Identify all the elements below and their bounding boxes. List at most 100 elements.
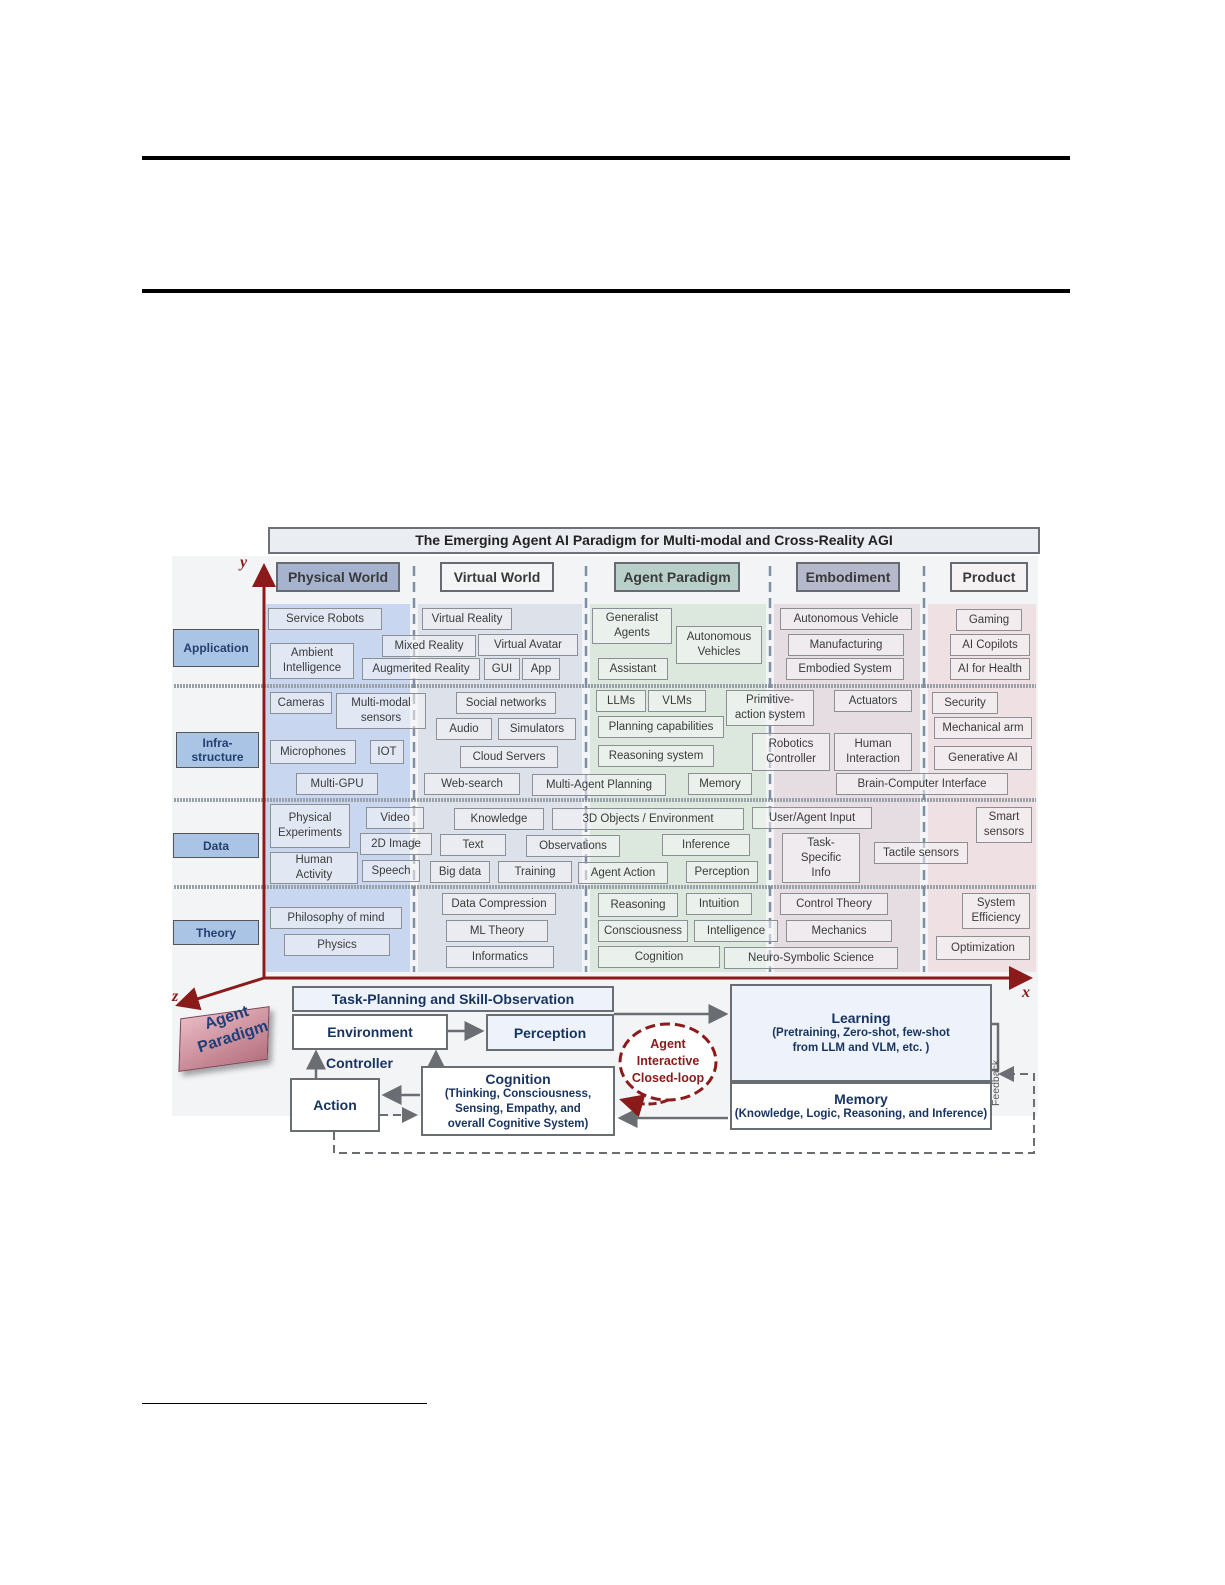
- infra-simulators: Simulators: [498, 718, 576, 740]
- y-axis-label: y: [240, 554, 248, 571]
- app-app: App: [522, 658, 560, 680]
- data-agent-action: Agent Action: [578, 862, 668, 884]
- app-gui: GUI: [484, 658, 520, 680]
- flow-memory-sub: (Knowledge, Logic, Reasoning, and Infere…: [734, 1107, 988, 1120]
- data-observations: Observations: [526, 835, 620, 857]
- app-embodied-system: Embodied System: [786, 658, 904, 680]
- theory-consciousness: Consciousness: [598, 920, 688, 942]
- z-axis-label: z: [172, 988, 179, 1005]
- flow-action: Action: [290, 1078, 380, 1132]
- flow-memory: Memory (Knowledge, Logic, Reasoning, and…: [730, 1082, 992, 1130]
- column-virtual-world: Virtual World: [440, 562, 554, 592]
- flow-learning-sub: (Pretraining, Zero-shot, few-shot from L…: [772, 1027, 950, 1054]
- app-ai-for-health: AI for Health: [950, 658, 1030, 680]
- data-inference: Inference: [662, 834, 750, 856]
- app-autonomous-vehicle: Autonomous Vehicle: [780, 608, 912, 630]
- infra-microphones: Microphones: [270, 740, 356, 764]
- infra-primitive-action-system: Primitive- action system: [726, 690, 814, 726]
- theory-philosophy-of-mind: Philosophy of mind: [270, 907, 402, 929]
- infra-human-interaction: Human Interaction: [834, 733, 912, 771]
- theory-intuition: Intuition: [686, 893, 752, 915]
- infra-planning-capabilities: Planning capabilities: [598, 716, 724, 738]
- flow-task-planning-label: Task-Planning and Skill-Observation: [331, 991, 575, 1007]
- app-assistant: Assistant: [598, 658, 668, 680]
- data-physical-experiments: Physical Experiments: [270, 804, 350, 848]
- infra-iot: IOT: [370, 740, 404, 764]
- flow-cognition-sub: (Thinking, Consciousness, Sensing, Empat…: [444, 1087, 592, 1130]
- theory-intelligence: Intelligence: [694, 920, 778, 942]
- infra-audio: Audio: [436, 718, 492, 740]
- infra-security: Security: [932, 692, 998, 714]
- data-video: Video: [366, 807, 424, 829]
- data-big-data: Big data: [430, 861, 490, 883]
- infra-cloud-servers: Cloud Servers: [460, 746, 558, 768]
- flow-action-label: Action: [313, 1097, 357, 1113]
- data-task-specific-info: Task- Specific Info: [782, 833, 860, 883]
- theory-neuro-symbolic-science: Neuro-Symbolic Science: [724, 947, 898, 969]
- data-3d-objects: 3D Objects / Environment: [552, 808, 744, 830]
- flow-learning-label: Learning: [831, 1010, 891, 1026]
- data-speech: Speech: [362, 860, 420, 882]
- app-manufacturing: Manufacturing: [788, 634, 904, 656]
- flow-agent-loop-label: Agent Interactive Closed-loop: [631, 1037, 705, 1085]
- app-ai-copilots: AI Copilots: [950, 634, 1030, 656]
- column-physical-world: Physical World: [276, 562, 400, 592]
- app-virtual-avatar: Virtual Avatar: [478, 634, 578, 656]
- data-knowledge: Knowledge: [454, 808, 544, 830]
- infra-robotics-controller: Robotics Controller: [752, 733, 830, 771]
- column-separators: [412, 566, 926, 972]
- infra-generative-ai: Generative AI: [934, 746, 1032, 770]
- flow-feedback-label: Feedback: [990, 1059, 1002, 1106]
- app-virtual-reality: Virtual Reality: [422, 608, 512, 630]
- row-label-application: Application: [173, 629, 259, 667]
- second-rule: [142, 289, 1070, 293]
- column-embodiment: Embodiment: [796, 562, 900, 592]
- data-text: Text: [440, 834, 506, 856]
- flow-environment-label: Environment: [327, 1024, 413, 1040]
- theory-mechanics: Mechanics: [786, 920, 892, 942]
- theory-system-efficiency: System Efficiency: [962, 893, 1030, 929]
- app-gaming: Gaming: [956, 609, 1022, 631]
- z-axis: [175, 976, 265, 1011]
- infra-mechanical-arm: Mechanical arm: [934, 717, 1032, 739]
- data-training: Training: [498, 861, 572, 883]
- infra-multimodal-sensors: Multi-modal sensors: [336, 693, 426, 729]
- row-label-data: Data: [173, 833, 259, 858]
- app-generalist-agents: Generalist Agents: [592, 608, 672, 644]
- flow-memory-label: Memory: [834, 1090, 888, 1107]
- theory-ml-theory: ML Theory: [446, 920, 548, 942]
- theory-reasoning: Reasoning: [598, 893, 678, 917]
- column-product: Product: [950, 562, 1028, 592]
- infra-reasoning-system: Reasoning system: [598, 745, 714, 767]
- data-perception: Perception: [686, 861, 758, 883]
- flow-perception: Perception: [486, 1014, 614, 1051]
- theory-physics: Physics: [284, 934, 390, 956]
- theory-control-theory: Control Theory: [780, 893, 888, 915]
- flow-cognition-label: Cognition: [485, 1070, 551, 1087]
- data-tactile-sensors: Tactile sensors: [874, 842, 968, 864]
- flow-perception-label: Perception: [513, 1024, 587, 1041]
- infra-multi-gpu: Multi-GPU: [296, 773, 378, 795]
- flow-task-planning: Task-Planning and Skill-Observation: [292, 986, 614, 1012]
- app-service-robots: Service Robots: [268, 608, 382, 630]
- data-smart-sensors: Smart sensors: [976, 807, 1032, 843]
- infra-social-networks: Social networks: [456, 692, 556, 714]
- data-human-activity: Human Activity: [270, 852, 358, 884]
- theory-cognition: Cognition: [598, 946, 720, 968]
- row-label-theory: Theory: [173, 920, 259, 945]
- app-autonomous-vehicles: Autonomous Vehicles: [676, 626, 762, 664]
- theory-data-compression: Data Compression: [442, 893, 556, 915]
- infra-web-search: Web-search: [424, 773, 520, 795]
- infra-actuators: Actuators: [834, 690, 912, 712]
- app-augmented-reality: Augmented Reality: [362, 658, 480, 680]
- row-separators: [174, 684, 1036, 889]
- diagram-title: The Emerging Agent AI Paradigm for Multi…: [268, 527, 1040, 554]
- infra-memory: Memory: [688, 773, 752, 795]
- row-label-infrastructure: Infra- structure: [176, 732, 259, 768]
- flow-controller-label: Controller: [326, 1055, 393, 1071]
- top-rule: [142, 156, 1070, 160]
- footnote-rule: [142, 1403, 427, 1404]
- x-axis-label: x: [1022, 984, 1030, 1001]
